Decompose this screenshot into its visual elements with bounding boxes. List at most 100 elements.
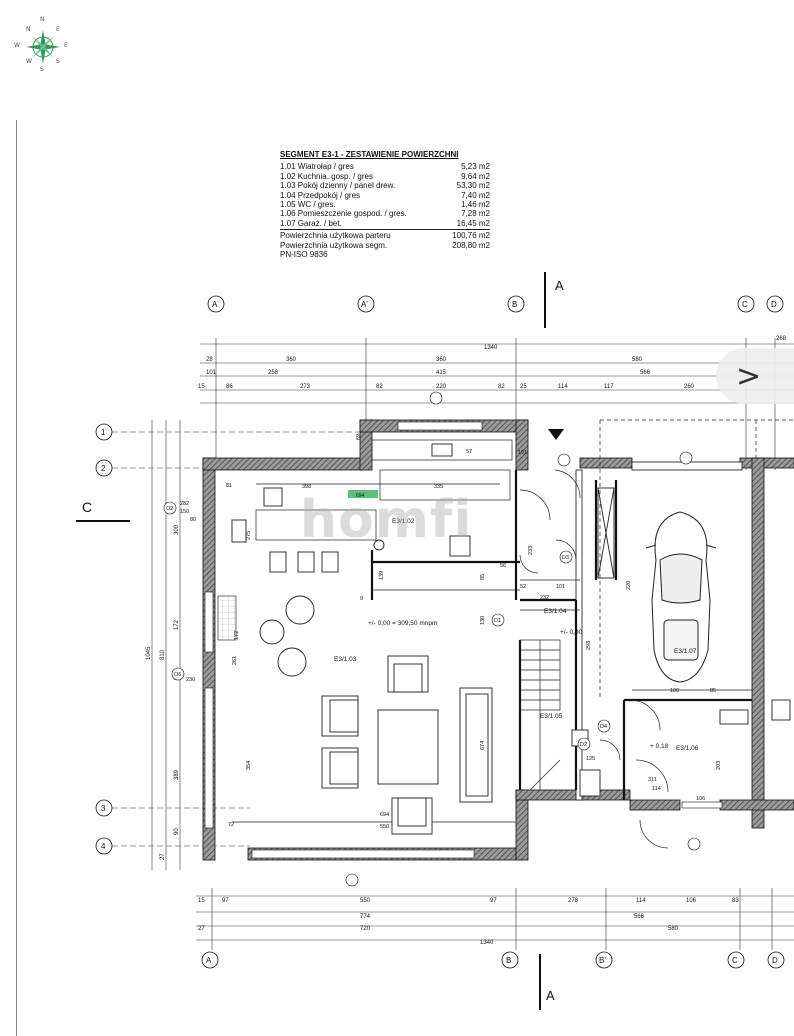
dim-text: 1045: [146, 646, 152, 660]
dim-text: 114: [652, 786, 661, 792]
windows: [204, 421, 723, 859]
tag-label: O6: [174, 672, 181, 678]
section-label: A: [546, 988, 555, 1003]
dim-text: 415: [436, 370, 447, 376]
compass-s: S: [40, 66, 44, 73]
room-area: 9,64 m2: [461, 171, 490, 181]
dim-text: 69: [356, 434, 362, 440]
left-dimension-texts: 1045 810 172 65 389 90 300 27: [146, 524, 180, 860]
dim-text: 101: [556, 584, 565, 590]
axis-label: A: [212, 300, 218, 309]
dim-text: 275: [246, 531, 252, 540]
legend-row: 1.04 Przedpokój / gres 7,40 m2: [280, 191, 490, 200]
tag-label: O2: [166, 506, 173, 512]
axis-label: 2: [101, 464, 106, 473]
dim-text: 580: [632, 357, 643, 363]
legend-title: SEGMENT E3-1 - ZESTAWIENIE POWIERZCHNI: [280, 150, 459, 159]
room-area: 7,28 m2: [461, 209, 490, 219]
stairs: [519, 639, 561, 791]
dim-text: 566: [634, 914, 645, 920]
dim-text: 82: [498, 384, 505, 390]
dim-text: 233: [528, 546, 534, 555]
next-image-button[interactable]: >: [716, 348, 794, 404]
room-label-107: E3/1.07: [674, 648, 697, 655]
dim-text: 139: [379, 571, 385, 580]
room-name: 1.06 Pomieszczenie gospod. / gres.: [280, 209, 407, 219]
interior-walls: [370, 470, 752, 800]
dim-text: 114: [558, 384, 568, 390]
compass-n: N: [40, 16, 45, 23]
dim-text: 27: [160, 853, 166, 860]
dim-text: 82: [376, 384, 383, 390]
dim-text: 311: [648, 777, 657, 783]
dim-text: 273: [300, 384, 311, 390]
dim-text: 220: [626, 581, 632, 590]
compass-se: S: [56, 58, 60, 65]
dim-text: 83: [732, 898, 739, 904]
legend-totals: Powierzchnia użytkowa parteru 100,76 m2 P…: [280, 229, 490, 259]
dim-text: 389: [174, 769, 180, 780]
legend-total-row: Powierzchnia użytkowa segm.208,80 m2: [280, 241, 490, 250]
axis-label: B': [599, 956, 606, 965]
room-labels: E3/1.02 E3/1.03 E3/1.04 E3/1.05 E3/1.06 …: [334, 518, 699, 752]
dim-text: 172: [174, 619, 180, 630]
dim-text: 97: [490, 898, 497, 904]
legend-norm: PN-ISO 9836: [280, 250, 328, 260]
dim-text: 810: [160, 649, 166, 660]
tag-label: D1: [494, 618, 501, 624]
total-name: Powierzchnia użytkowa segm.: [280, 240, 388, 250]
dim-text: 86: [226, 384, 233, 390]
total-area: 100,76 m2: [452, 231, 490, 241]
dim-text: 360: [436, 357, 447, 363]
tag-label: D4: [600, 724, 607, 730]
room-area: 16,45 m2: [456, 218, 490, 228]
dim-text: 550: [380, 824, 389, 830]
axis-label: 3: [101, 804, 106, 813]
room-area: 53,30 m2: [456, 181, 490, 191]
axis-label: A': [361, 300, 368, 309]
dim-text: 360: [286, 357, 297, 363]
axis-label: 1: [101, 428, 106, 437]
dim-text: 354: [246, 761, 252, 770]
room-area: 5,23 m2: [461, 162, 490, 172]
dim-text: 674: [480, 741, 486, 750]
dim-text: 694: [380, 812, 389, 818]
dim-text: 117: [604, 384, 614, 390]
dim-text: 282: [180, 501, 189, 507]
dim-text: 9: [360, 596, 363, 602]
dim-text: 28: [206, 357, 213, 363]
dim-text: 300: [174, 524, 180, 535]
room-name: 1.03 Pokój dzienny / panel drew.: [280, 181, 396, 191]
dim-text: 106: [686, 898, 697, 904]
section-mark-c: C: [76, 499, 130, 522]
dim-text: 1340: [480, 940, 494, 946]
dim-text: 81: [226, 483, 232, 489]
axis-bubbles-left: 1 2 3 4: [95, 423, 113, 855]
compass-icon: [26, 30, 60, 64]
room-name: 1.04 Przedpokój / gres: [280, 190, 361, 200]
axis-bubbles-bottom: A B B' C D: [201, 951, 785, 969]
dim-text: 260: [684, 384, 695, 390]
dim-text: 27: [198, 926, 205, 932]
level-label-2: +/- 0,00: [560, 629, 583, 636]
dim-text: 203: [716, 761, 722, 770]
dim-text: 106: [696, 796, 705, 802]
dim-text: 125: [586, 756, 595, 762]
dim-text: 258: [268, 370, 279, 376]
tag-label: D3: [562, 555, 569, 561]
dim-text: 15: [198, 898, 205, 904]
bottom-dimension-texts: 15 97 550 97 278 114 106 83 774 566 27 7…: [198, 898, 739, 946]
room-area: 1,46 m2: [461, 200, 490, 210]
dim-text: 278: [568, 898, 579, 904]
legend-total-row: Powierzchnia użytkowa parteru 100,76 m2: [280, 231, 490, 240]
tag-label: D2: [580, 742, 587, 748]
chevron-right-icon: >: [736, 358, 762, 394]
axis-label: B: [512, 300, 517, 309]
dim-text: 720: [360, 926, 371, 932]
dim-text: 97: [222, 898, 229, 904]
room-label-104: E3/1.04: [544, 608, 567, 615]
total-name: Powierzchnia użytkowa parteru: [280, 231, 391, 241]
room-area: 7,40 m2: [461, 190, 490, 200]
legend-row: 1.06 Pomieszczenie gospod. / gres. 7,28 m…: [280, 209, 490, 218]
